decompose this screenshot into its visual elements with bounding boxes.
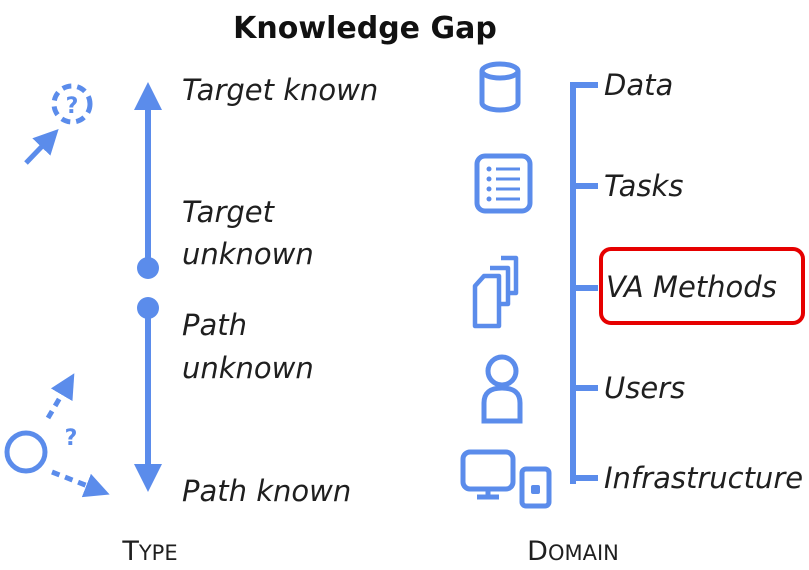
down-arrowhead-icon <box>134 464 162 492</box>
label-target-unknown-line2: unknown <box>182 237 314 271</box>
target-unknown-dot <box>137 257 159 279</box>
domain-axis: Data Tasks VA Methods Users Infrastructu… <box>460 61 805 567</box>
type-axis: Target known Target unknown Path unknown… <box>4 73 378 567</box>
devices-icon <box>460 449 552 509</box>
domain-label-tasks: Tasks <box>604 169 683 203</box>
highlight-box <box>599 247 805 325</box>
domain-label-va-methods: VA Methods <box>606 270 777 304</box>
diagram-title: Knowledge Gap <box>233 11 497 46</box>
label-target-known: Target known <box>182 73 378 107</box>
domain-caption: DOMAIN <box>527 536 619 567</box>
label-target-unknown-line1: Target <box>182 195 276 229</box>
user-icon <box>481 354 523 424</box>
up-arrowhead-icon <box>134 82 162 110</box>
label-path-unknown-line1: Path <box>182 308 247 342</box>
domain-label-infrastructure: Infrastructure <box>604 461 803 495</box>
documents-icon <box>472 255 519 329</box>
list-icon <box>474 153 533 214</box>
database-icon <box>479 61 521 113</box>
type-caption: TYPE <box>121 536 177 567</box>
unknown-target-icon: ? <box>24 83 93 165</box>
label-path-known: Path known <box>182 474 351 508</box>
label-path-unknown-line2: unknown <box>182 351 314 385</box>
domain-label-data: Data <box>604 68 673 102</box>
question-mark-icon: ? <box>66 94 79 119</box>
question-mark-icon: ? <box>65 426 78 451</box>
domain-label-users: Users <box>604 371 685 405</box>
unknown-path-icon: ? <box>4 373 110 498</box>
